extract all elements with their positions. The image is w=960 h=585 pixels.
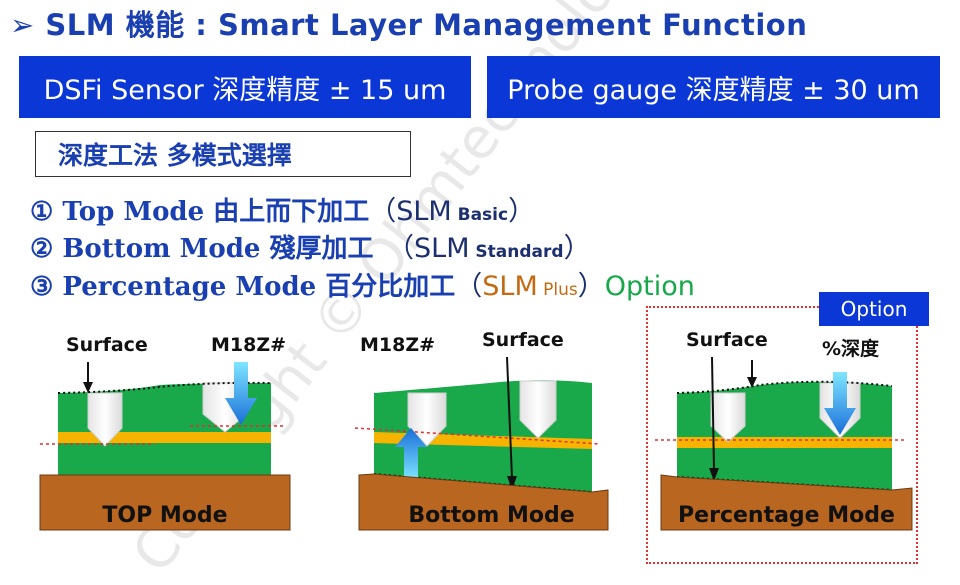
option-tag: Option [819, 292, 929, 326]
arrow-head [709, 468, 719, 481]
subtitle-box: 深度工法 多模式選擇 [35, 131, 411, 177]
tool-label: M18Z# [360, 334, 436, 356]
surface-pointer [711, 356, 715, 471]
down-arrow-icon [225, 362, 257, 425]
mode-number: ③ [30, 272, 54, 302]
mode-paren-close: ） [563, 233, 591, 264]
mode-tier: Standard [469, 242, 564, 262]
page-title: ➢ SLM 機能 : Smart Layer Management Functi… [10, 8, 808, 42]
top-mode-diagram [39, 362, 291, 531]
base [358, 473, 609, 531]
target-line [354, 427, 601, 445]
mode-option: Option [604, 271, 695, 302]
probe-accuracy-box: Probe gauge 深度精度 ± 30 um [487, 56, 940, 118]
tool [519, 380, 557, 439]
mode-name: Top Mode 由上而下加工 [62, 197, 370, 227]
surface-pointer [506, 356, 513, 479]
mode-paren-open: （ [373, 233, 415, 264]
mode-slm: SLM [396, 196, 452, 227]
arrow-head [83, 382, 93, 393]
surface-line [57, 381, 272, 394]
dsfi-accuracy-box: DSFi Sensor 深度精度 ± 15 um [19, 56, 471, 118]
mode-line-percentage: ③ Percentage Mode 百分比加工（SLM Plus）Option [30, 264, 695, 303]
mode-slm: SLM [482, 271, 538, 302]
mode-paren-close: ） [577, 271, 605, 302]
mode-number: ① [30, 197, 54, 227]
copper-layer [58, 432, 271, 443]
down-arrow-icon [824, 372, 856, 435]
up-arrow-icon [395, 428, 427, 480]
depth-label: %深度 [822, 338, 880, 360]
base-caption: Bottom Mode [375, 500, 608, 530]
mode-tier: Plus [537, 280, 578, 300]
tool [710, 392, 746, 443]
base [660, 474, 913, 531]
mode-name: Percentage Mode 百分比加工 [62, 272, 456, 302]
mode-slm: SLM [414, 233, 470, 264]
surface-label: Surface [66, 334, 148, 356]
mode-paren-open: （ [455, 271, 483, 302]
arrow-head [507, 476, 517, 490]
base-caption-text: Percentage Mode [678, 502, 895, 528]
tool [87, 392, 123, 447]
percentage-mode-diagram [655, 356, 913, 531]
base-caption: TOP Mode [40, 500, 290, 530]
mode-name: Bottom Mode 殘厚加工 [62, 234, 374, 264]
base-caption-text: Bottom Mode [408, 502, 575, 528]
surface-line [676, 380, 893, 394]
surface-label: Surface [686, 329, 768, 351]
tool-label: M18Z# [211, 334, 287, 356]
arrow-head [747, 377, 757, 388]
subtitle-text: 深度工法 多模式選擇 [58, 141, 292, 170]
surface-label: Surface [482, 329, 564, 351]
bottom-mode-diagram [354, 356, 609, 531]
mode-paren-close: ） [508, 196, 536, 227]
base [39, 474, 291, 531]
copper-layer [677, 437, 892, 448]
option-frame [646, 306, 918, 564]
mode-number: ② [30, 234, 54, 264]
mode-tier: Basic [451, 205, 509, 225]
base-caption: Percentage Mode [661, 500, 912, 530]
mode-paren-open: （ [369, 196, 397, 227]
mode-line-bottom: ② Bottom Mode 殘厚加工 （SLM Standard） [30, 226, 591, 265]
mode-line-top: ① Top Mode 由上而下加工（SLM Basic） [30, 189, 535, 228]
base-caption-text: TOP Mode [102, 502, 228, 528]
